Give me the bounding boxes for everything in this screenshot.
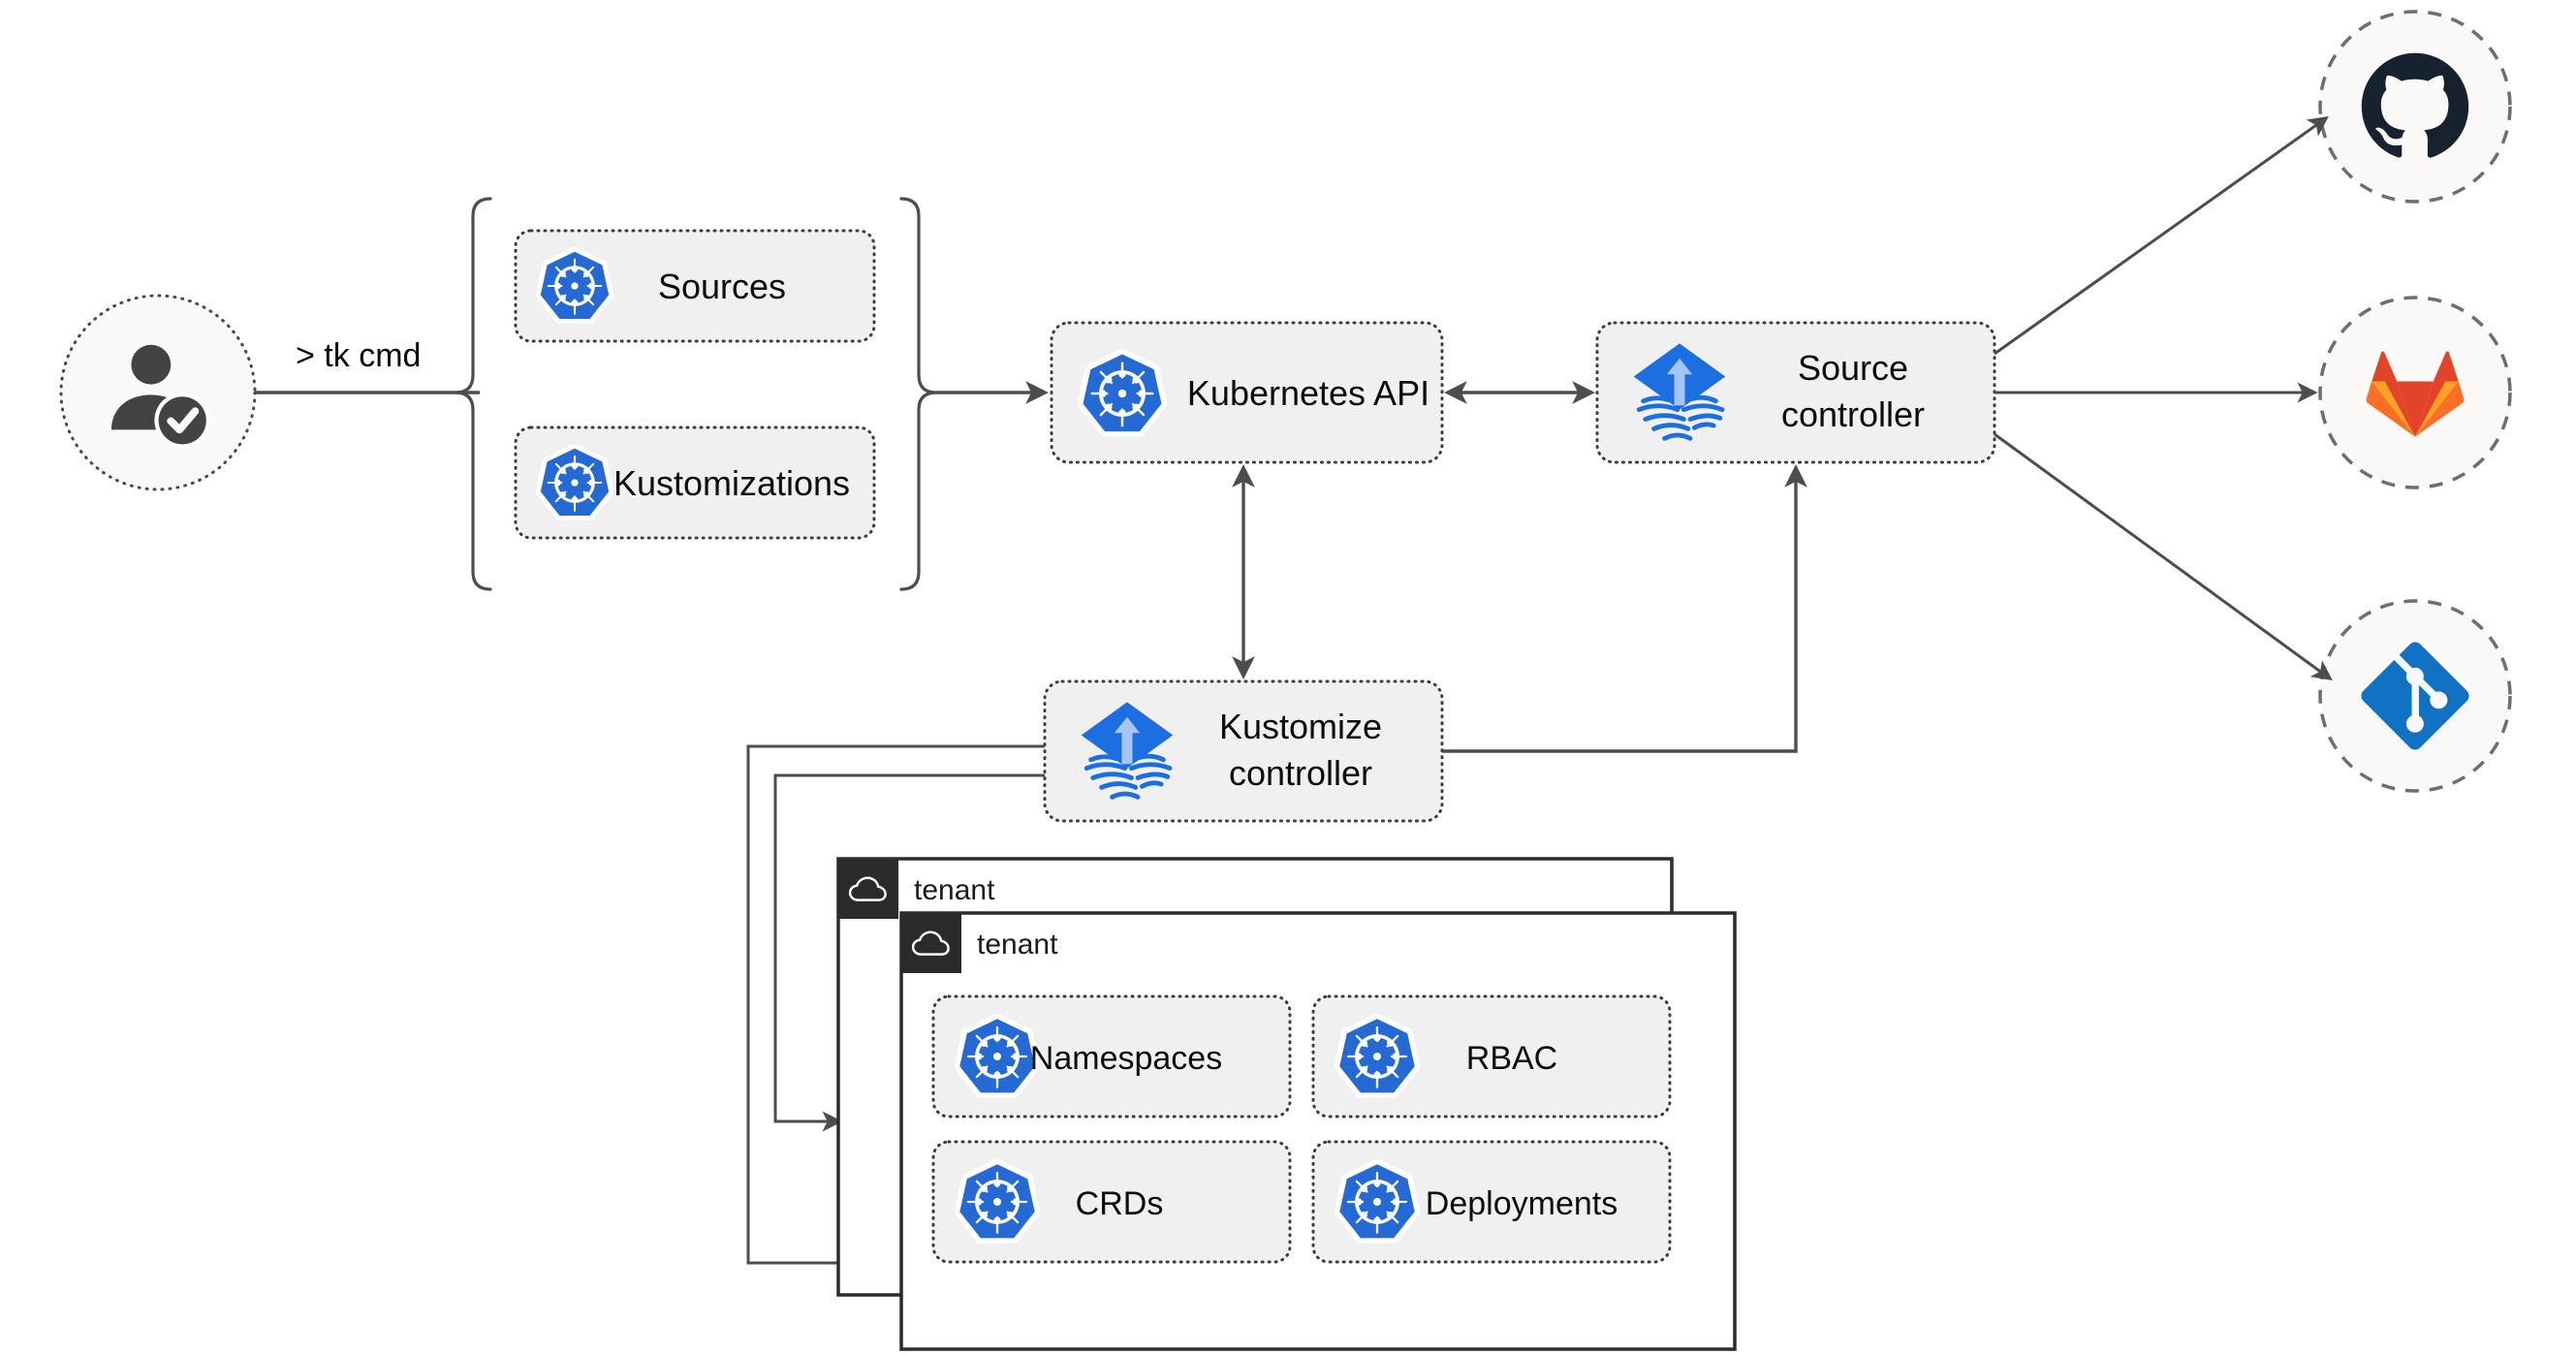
resource-box-kustomizations[interactable] [514, 425, 876, 540]
tenant-resource-label-deployments: Deployments [1426, 1185, 1618, 1222]
connector-kustomize-to-tenant-back [746, 744, 1045, 1274]
group-brace-left [455, 197, 492, 591]
node-label-source-controller-line2: controller [1781, 394, 1925, 434]
command-label: > tk cmd [296, 337, 421, 374]
cluster-box-tenant-front[interactable] [899, 911, 1737, 1351]
connector-source-to-git [1994, 432, 2333, 681]
tenant-resource-label-namespaces: Namespaces [1030, 1040, 1222, 1077]
connector-source-to-github [1994, 115, 2329, 356]
node-label-source-controller-line1: Source [1798, 348, 1908, 388]
provider-circle-git[interactable] [2318, 599, 2512, 793]
connector-kustomize-to-tenant-front [773, 773, 1045, 1132]
cluster-tab-tenant-front [901, 913, 961, 973]
node-label-kustomize-controller-line2: controller [1229, 753, 1372, 793]
tenant-resource-label-crds: CRDs [1076, 1185, 1164, 1222]
resource-label-sources: Sources [658, 267, 786, 306]
resource-label-kustomizations: Kustomizations [613, 463, 850, 503]
node-label-k8s-api: Kubernetes API [1187, 373, 1429, 413]
node-label-kustomize-controller-line1: Kustomize [1219, 707, 1382, 746]
resource-box-sources[interactable] [514, 229, 876, 343]
connector-kustomize-to-source-controller [1442, 464, 1807, 753]
provider-circle-github[interactable] [2318, 10, 2512, 204]
cluster-label-tenant-front: tenant [977, 929, 1058, 961]
tenant-resource-label-rbac: RBAC [1466, 1040, 1557, 1077]
cluster-label-tenant-back: tenant [914, 874, 995, 906]
cluster-tab-tenant-back [838, 859, 898, 919]
